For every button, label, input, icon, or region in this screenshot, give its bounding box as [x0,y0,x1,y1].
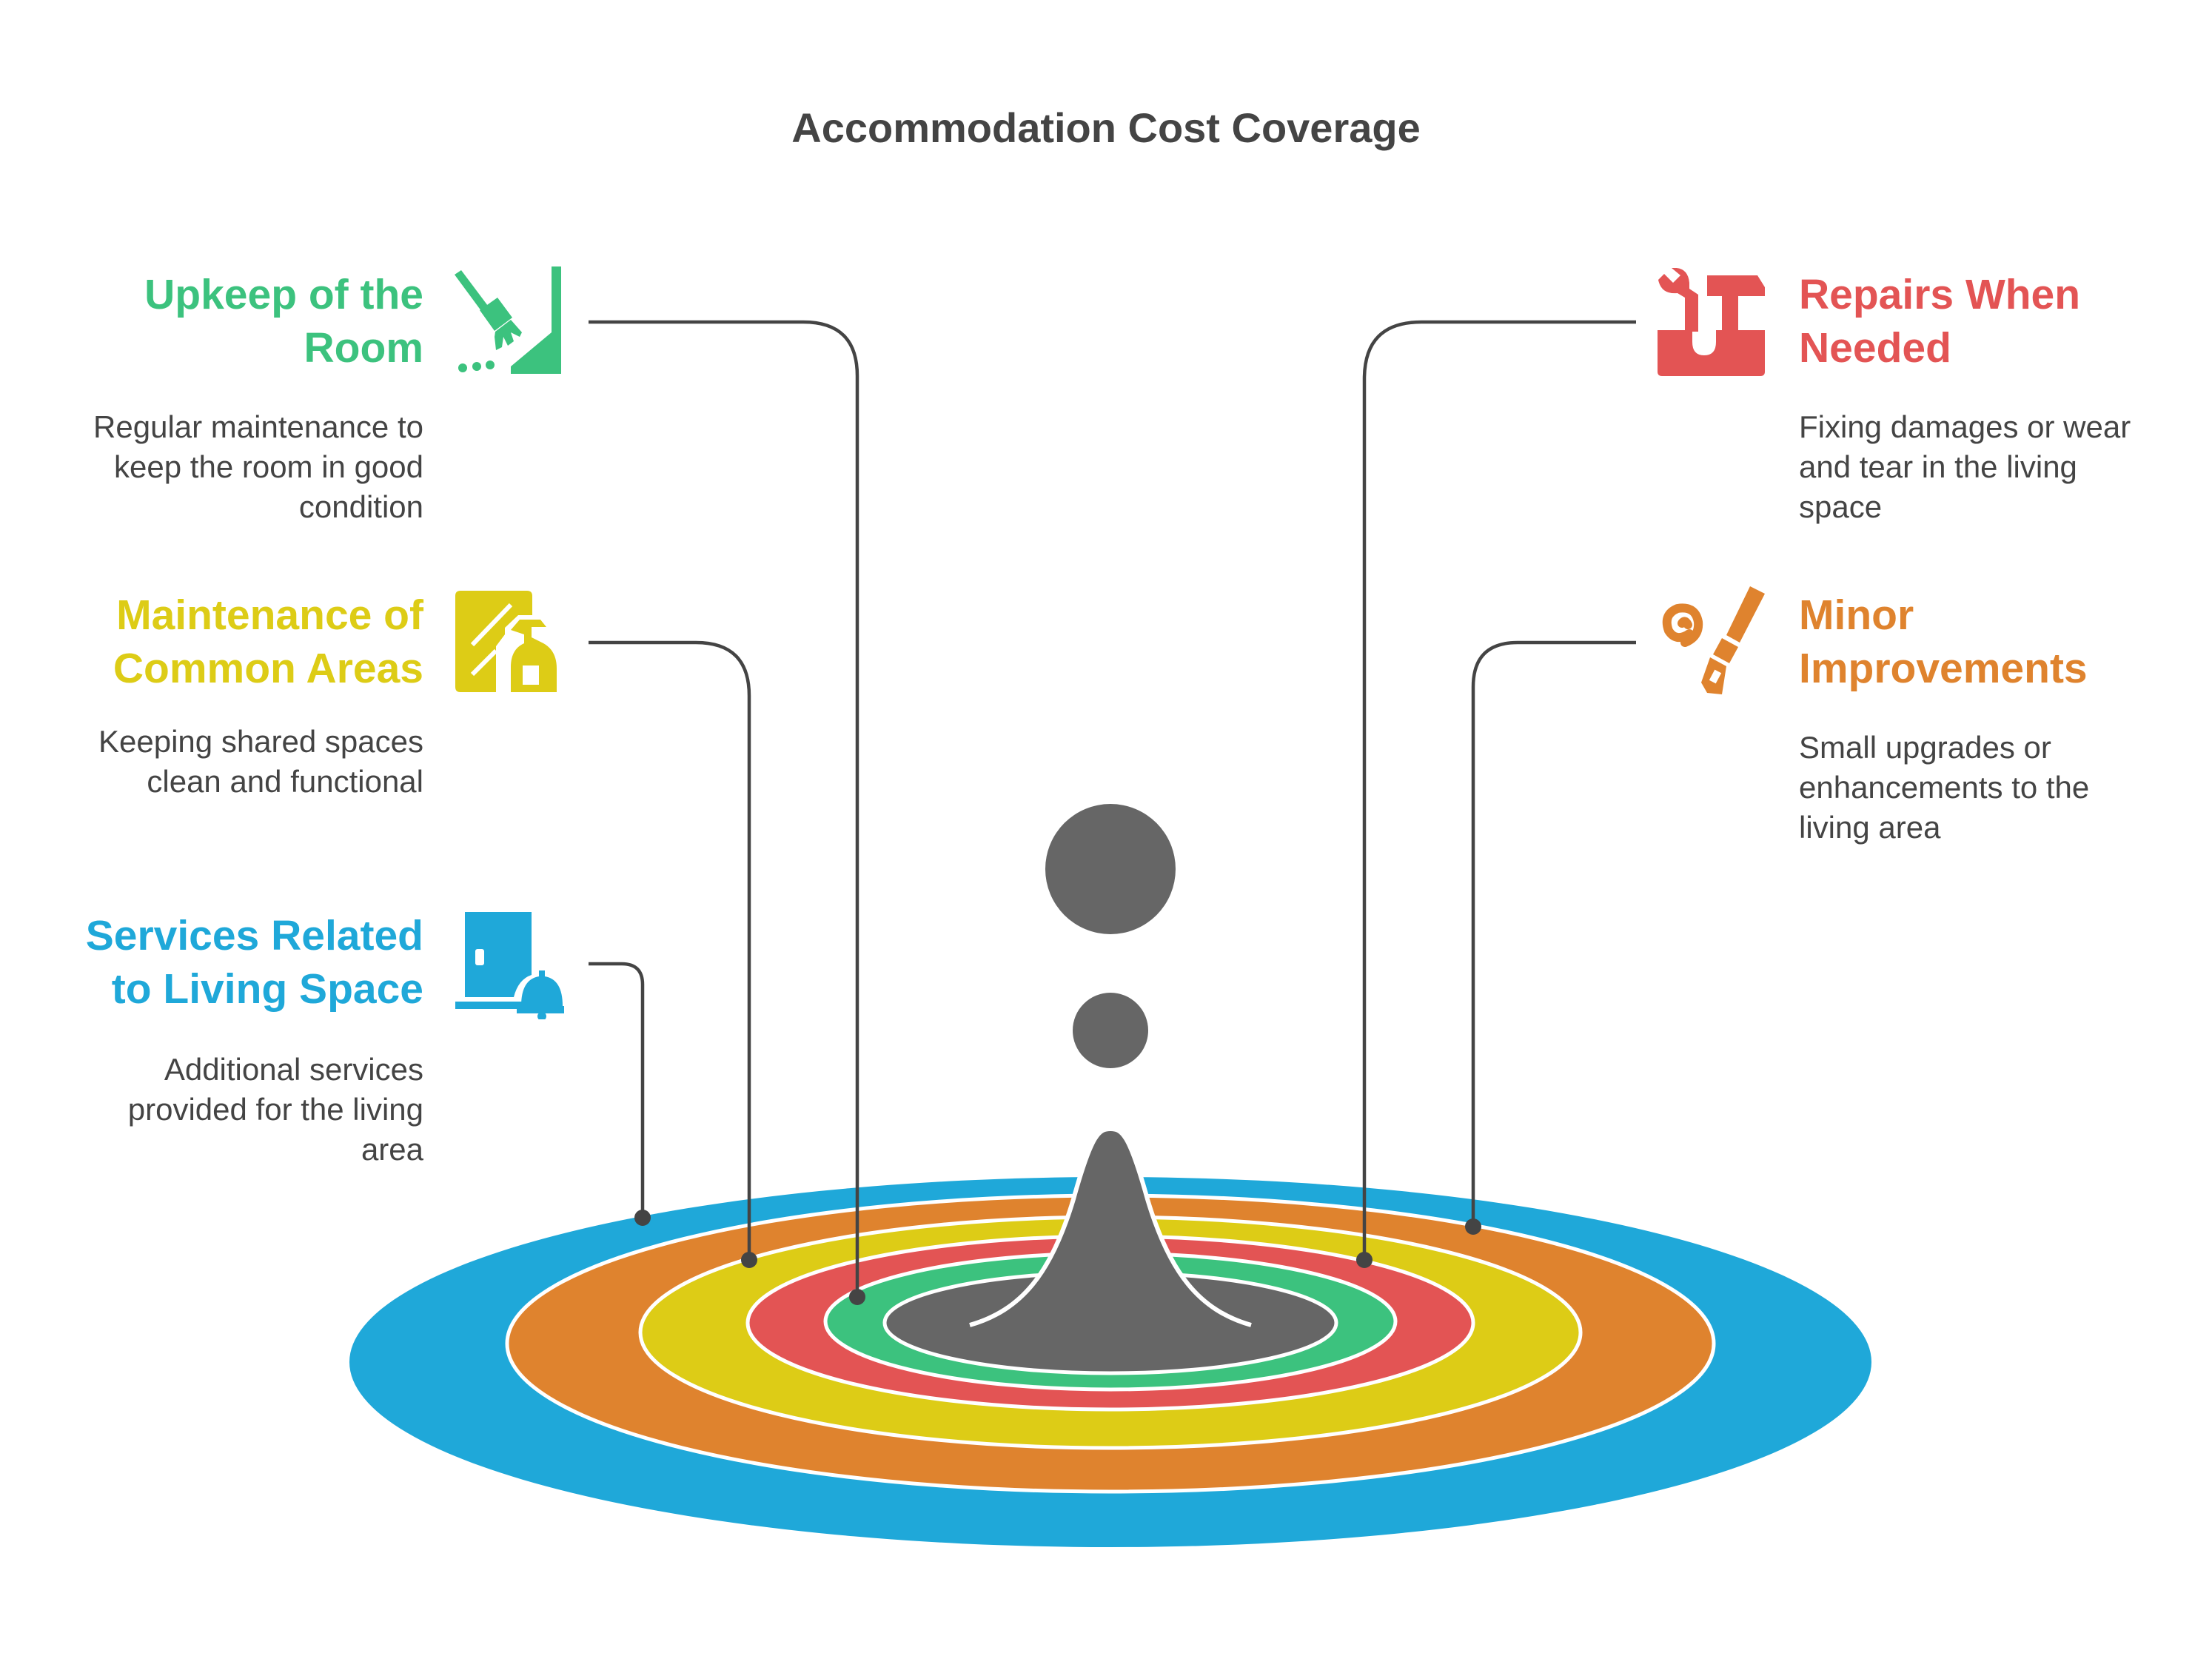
upkeep-heading: Upkeep of the Room [144,271,423,372]
common-heading: Maintenance of Common Areas [113,591,423,692]
connector-dot-services [634,1210,651,1226]
connector-dot-upkeep [849,1289,865,1305]
page-title: Accommodation Cost Coverage [791,104,1421,151]
repairs-description: Fixing damages or wear and tear in the l… [1799,409,2131,524]
connector-common [589,640,751,1260]
upkeep-description: Regular maintenance to keep the room in … [93,409,423,524]
connector-services [589,962,645,1218]
door-bell-icon [453,908,567,1021]
repairs-heading: Repairs When Needed [1799,271,2081,372]
connector-upkeep [589,320,859,1297]
splash-spike [969,1127,1252,1327]
services-description: Additional services provided for the liv… [127,1052,423,1167]
toolbox-icon [1655,267,1766,379]
cleaning-spray-icon [453,587,564,698]
connector-repairs [1362,320,1636,1260]
droplet-large [1045,804,1176,934]
paintbrush-icon [1655,585,1766,696]
common-description: Keeping shared spaces clean and function… [98,724,423,799]
connector-dot-repairs [1356,1252,1373,1268]
broom-icon [452,264,563,375]
droplet-small [1073,993,1148,1068]
connector-improvements [1471,640,1636,1227]
services-heading: Services Related to Living Space [85,912,423,1013]
connector-dot-improvements [1465,1218,1481,1235]
improvements-description: Small upgrades or enhancements to the li… [1799,730,2090,845]
improvements-heading: Minor Improvements [1799,591,2088,692]
connector-dot-common [741,1252,757,1268]
